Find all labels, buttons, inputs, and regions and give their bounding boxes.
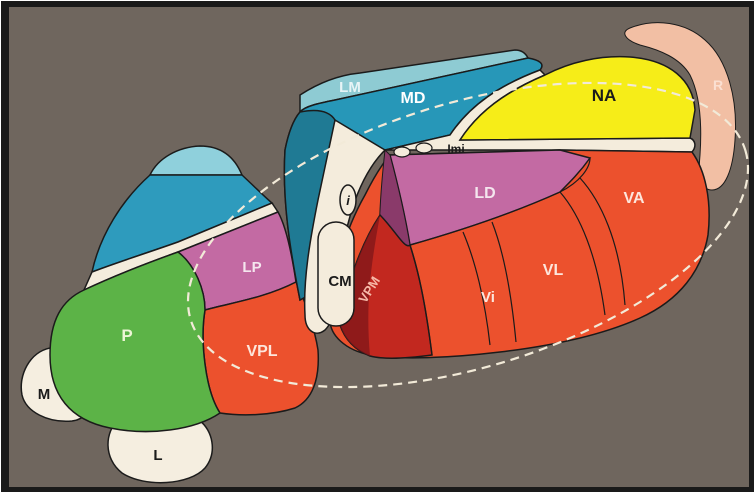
label-lm: LM bbox=[339, 79, 361, 96]
region-imi-oval-2 bbox=[416, 143, 432, 153]
label-lp: LP bbox=[242, 259, 261, 276]
label-m: M bbox=[38, 386, 51, 403]
label-ld: LD bbox=[474, 185, 495, 202]
label-va: VA bbox=[623, 190, 644, 207]
label-imi: Imi bbox=[447, 142, 464, 156]
label-vl: VL bbox=[543, 262, 564, 279]
label-vpl: VPL bbox=[246, 343, 277, 360]
label-cm: CM bbox=[328, 273, 351, 290]
label-vi: Vi bbox=[481, 289, 495, 306]
label-i: i bbox=[346, 193, 350, 208]
label-md: MD bbox=[401, 90, 426, 107]
label-l: L bbox=[153, 447, 162, 464]
label-r: R bbox=[713, 77, 723, 93]
region-imi-oval-1 bbox=[394, 147, 410, 157]
label-na: NA bbox=[592, 86, 617, 105]
label-p: P bbox=[121, 326, 132, 345]
